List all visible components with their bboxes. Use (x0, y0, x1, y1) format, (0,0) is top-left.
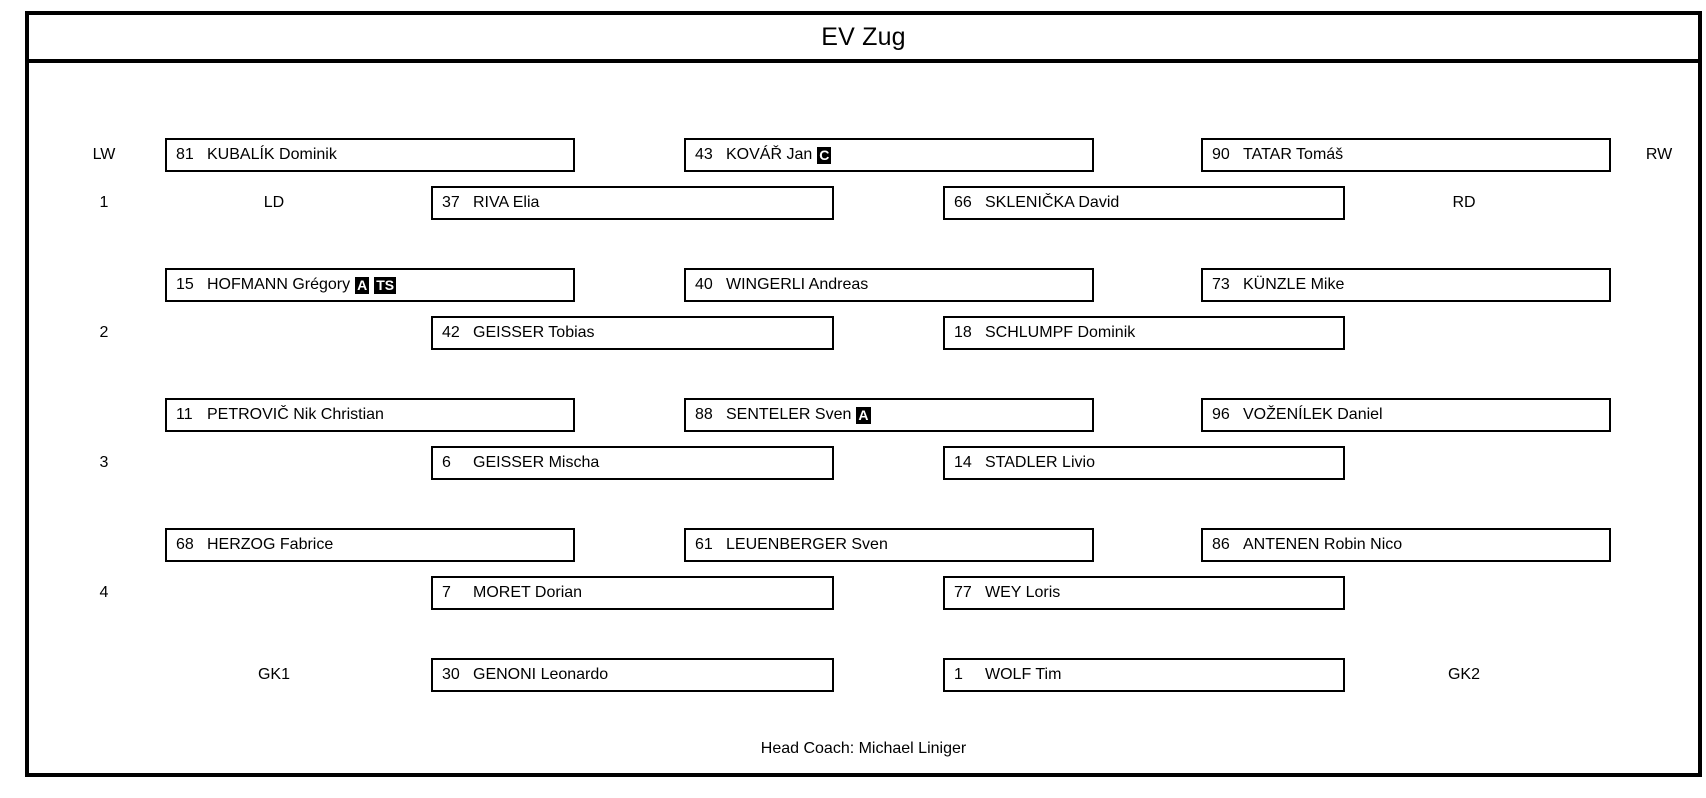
player-box-ld-line3[interactable]: 6 GEISSER Mischa (431, 446, 834, 480)
player-name: WINGERLI Andreas (726, 276, 869, 293)
player-number: 68 (176, 536, 194, 553)
player-name: WEY Loris (985, 584, 1061, 601)
player-number: 96 (1212, 406, 1230, 423)
defense-line-row: 1 LD RD 37 RIVA Elia 66 SKLENIČKA David (29, 186, 1698, 220)
line-number: 1 (99, 194, 109, 211)
player-box-c-line2[interactable]: 40 WINGERLI Andreas (684, 268, 1094, 302)
player-number: 14 (954, 454, 972, 471)
player-name: VOŽENÍLEK Daniel (1243, 406, 1383, 423)
player-name: TATAR Tomáš (1243, 146, 1344, 163)
position-label-gk1: GK1 (257, 666, 290, 683)
player-name: RIVA Elia (473, 194, 540, 211)
player-number: 30 (442, 666, 460, 683)
player-badge-a: A (355, 276, 370, 294)
defense-line-row: 2 42 GEISSER Tobias 18 SCHLUMPF Dominik (29, 316, 1698, 350)
player-box-lw-line4[interactable]: 68 HERZOG Fabrice (165, 528, 575, 562)
player-name: ANTENEN Robin Nico (1243, 536, 1403, 553)
player-box-ld-line1[interactable]: 37 RIVA Elia (431, 186, 834, 220)
player-name: MORET Dorian (473, 584, 583, 601)
player-name: KOVÁŘ Jan (726, 146, 813, 163)
player-name: KUBALÍK Dominik (207, 146, 337, 163)
player-box-rd-line2[interactable]: 18 SCHLUMPF Dominik (943, 316, 1345, 350)
player-name: HERZOG Fabrice (207, 536, 334, 553)
defense-line-row: 4 7 MORET Dorian 77 WEY Loris (29, 576, 1698, 610)
player-name: SENTELER Sven (726, 406, 852, 423)
player-name: STADLER Livio (985, 454, 1095, 471)
page-title: EV Zug (821, 22, 906, 51)
player-number: 15 (176, 276, 194, 293)
player-number: 43 (695, 146, 713, 163)
player-number: 11 (176, 406, 193, 423)
player-number: 90 (1212, 146, 1230, 163)
player-box-c-line4[interactable]: 61 LEUENBERGER Sven (684, 528, 1094, 562)
forward-line-row: 68 HERZOG Fabrice 61 LEUENBERGER Sven 86 ANTE… (29, 528, 1698, 562)
position-label-gk2: GK2 (1447, 666, 1480, 683)
player-number: 42 (442, 324, 460, 341)
player-name: LEUENBERGER Sven (726, 536, 888, 553)
player-name: SCHLUMPF Dominik (985, 324, 1136, 341)
player-box-rw-line4[interactable]: 86 ANTENEN Robin Nico (1201, 528, 1611, 562)
player-box-rw-line2[interactable]: 73 KÜNZLE Mike (1201, 268, 1611, 302)
player-box-ld-line4[interactable]: 7 MORET Dorian (431, 576, 834, 610)
player-number: 73 (1212, 276, 1230, 293)
player-box-gk2[interactable]: 1 WOLF Tim (943, 658, 1345, 692)
player-number: 18 (954, 324, 972, 341)
goalie-row: GK1 GK2 30 GENONI Leonardo 1 WOLF Tim (29, 658, 1698, 692)
player-name: GENONI Leonardo (473, 666, 609, 683)
player-number: 86 (1212, 536, 1230, 553)
player-box-rw-line3[interactable]: 96 VOŽENÍLEK Daniel (1201, 398, 1611, 432)
player-name: KÜNZLE Mike (1243, 276, 1345, 293)
player-box-lw-line1[interactable]: 81 KUBALÍK Dominik (165, 138, 575, 172)
line-number: 4 (99, 584, 109, 601)
player-box-lw-line3[interactable]: 11 PETROVIČ Nik Christian (165, 398, 575, 432)
player-box-rd-line3[interactable]: 14 STADLER Livio (943, 446, 1345, 480)
player-name: GEISSER Mischa (473, 454, 600, 471)
player-number: 77 (954, 584, 972, 601)
player-name: SKLENIČKA David (985, 194, 1120, 211)
player-number: 61 (695, 536, 713, 553)
player-number: 37 (442, 194, 460, 211)
position-label-ld: LD (263, 194, 285, 211)
position-label-lw: LW (92, 146, 116, 163)
player-number: 88 (695, 406, 713, 423)
player-number: 7 (442, 584, 451, 601)
player-box-rd-line1[interactable]: 66 SKLENIČKA David (943, 186, 1345, 220)
position-label-rd: RD (1452, 194, 1476, 211)
player-number: 81 (176, 146, 194, 163)
position-label-rw: RW (1645, 146, 1673, 163)
head-coach-label: Head Coach: Michael Liniger (760, 740, 967, 757)
player-number: 40 (695, 276, 713, 293)
player-number: 1 (954, 666, 963, 683)
player-badge-a: A (856, 406, 871, 424)
player-box-gk1[interactable]: 30 GENONI Leonardo (431, 658, 834, 692)
player-name: PETROVIČ Nik Christian (207, 406, 384, 423)
player-box-rd-line4[interactable]: 77 WEY Loris (943, 576, 1345, 610)
player-name: GEISSER Tobias (473, 324, 595, 341)
player-badge-ts: TS (374, 276, 397, 294)
line-number: 3 (99, 454, 109, 471)
player-badge-c: C (817, 146, 832, 164)
player-box-rw-line1[interactable]: 90 TATAR Tomáš (1201, 138, 1611, 172)
title-bar: EV Zug (29, 15, 1698, 63)
player-box-ld-line2[interactable]: 42 GEISSER Tobias (431, 316, 834, 350)
defense-line-row: 3 6 GEISSER Mischa 14 STADLER Livio (29, 446, 1698, 480)
player-name: HOFMANN Grégory (207, 276, 351, 293)
player-number: 6 (442, 454, 451, 471)
player-number: 66 (954, 194, 972, 211)
line-number: 2 (99, 324, 109, 341)
player-name: WOLF Tim (985, 666, 1062, 683)
